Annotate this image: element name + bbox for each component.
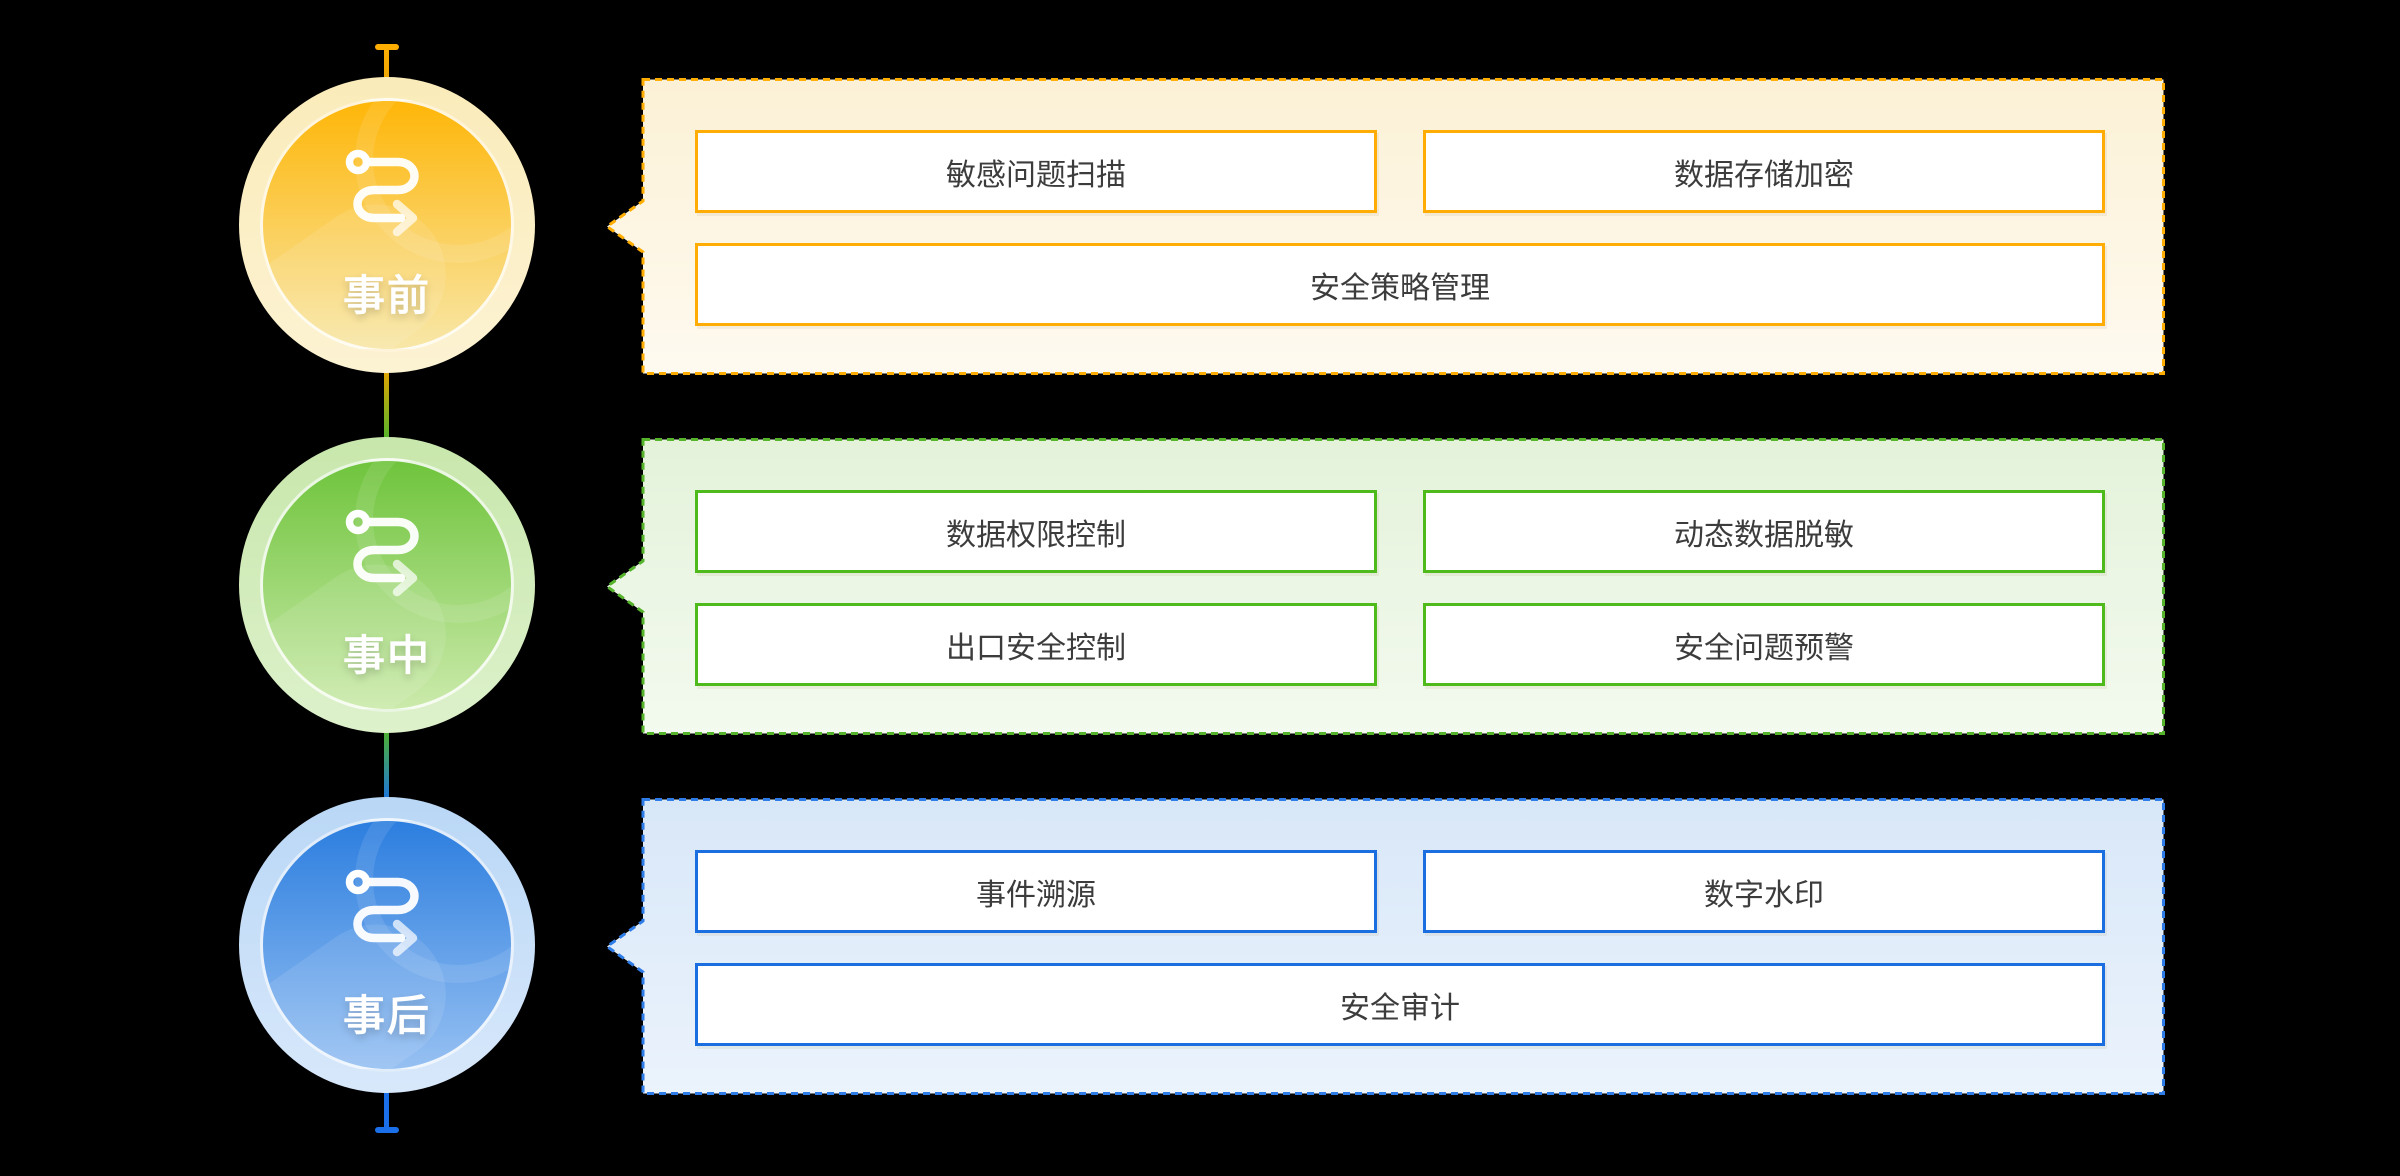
timeline-stem-top xyxy=(384,48,389,80)
panel-pre-items: 敏感问题扫描 数据存储加密 安全策略管理 xyxy=(695,130,2105,326)
timeline-bottom-cap xyxy=(375,1127,399,1133)
item-box: 敏感问题扫描 xyxy=(695,130,1377,213)
item-box: 安全问题预警 xyxy=(1423,603,2105,686)
stage-label-post: 事后 xyxy=(342,992,431,1039)
panel-post: 事件溯源 数字水印 安全审计 xyxy=(605,798,2165,1095)
route-arrow-icon xyxy=(345,509,419,597)
panel-pre: 敏感问题扫描 数据存储加密 安全策略管理 xyxy=(605,78,2165,375)
timeline-stem-bottom xyxy=(384,1091,389,1129)
panel-post-items: 事件溯源 数字水印 安全审计 xyxy=(695,850,2105,1046)
item-box: 动态数据脱敏 xyxy=(1423,490,2105,573)
stage-disc-pre: 事前 xyxy=(260,98,514,352)
item-box: 数据存储加密 xyxy=(1423,130,2105,213)
timeline-top-cap xyxy=(375,44,399,50)
stage-circle-post: 事后 xyxy=(239,797,535,1093)
stage-disc-post: 事后 xyxy=(260,818,514,1072)
stage-circle-pre: 事前 xyxy=(239,77,535,373)
item-box: 数据权限控制 xyxy=(695,490,1377,573)
route-arrow-icon xyxy=(345,149,419,237)
item-box: 数字水印 xyxy=(1423,850,2105,933)
panel-mid-items: 数据权限控制 动态数据脱敏 出口安全控制 安全问题预警 xyxy=(695,490,2105,686)
stage-label-pre: 事前 xyxy=(342,272,431,319)
item-box: 安全策略管理 xyxy=(695,243,2105,326)
item-box: 事件溯源 xyxy=(695,850,1377,933)
panel-mid: 数据权限控制 动态数据脱敏 出口安全控制 安全问题预警 xyxy=(605,438,2165,735)
route-arrow-icon xyxy=(345,869,419,957)
item-box: 安全审计 xyxy=(695,963,2105,1046)
item-box: 出口安全控制 xyxy=(695,603,1377,686)
stage-disc-mid: 事中 xyxy=(260,458,514,712)
stage-circle-mid: 事中 xyxy=(239,437,535,733)
timeline-connector-mid-post xyxy=(384,731,389,799)
stage-label-mid: 事中 xyxy=(342,632,431,679)
timeline-connector-pre-mid xyxy=(384,371,389,439)
